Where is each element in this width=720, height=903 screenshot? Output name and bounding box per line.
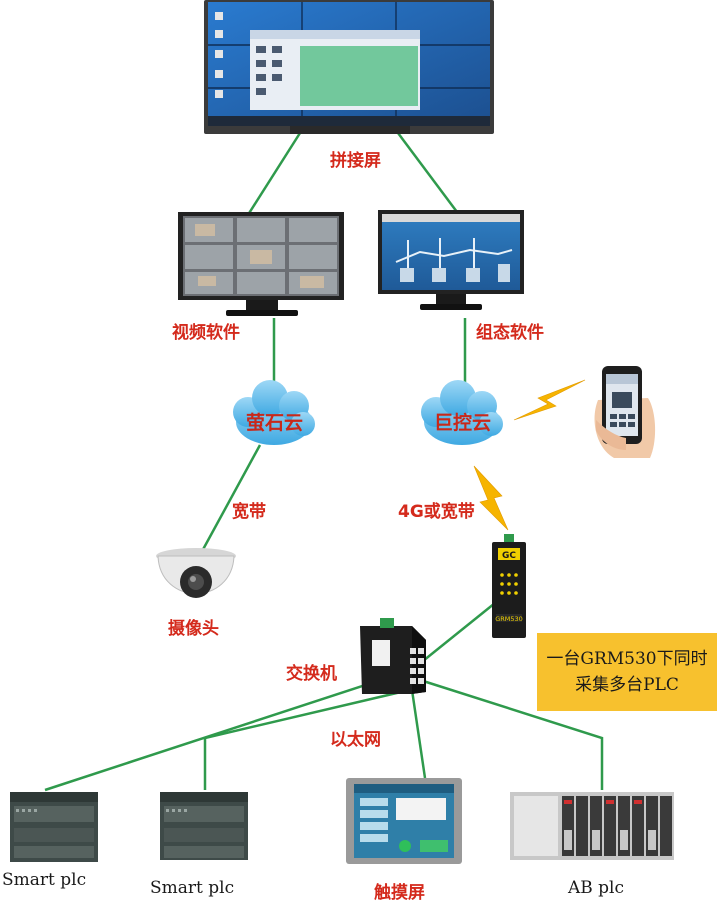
link-switch-plc1 xyxy=(44,670,406,792)
network-switch-image xyxy=(360,618,426,694)
ys-cloud-label: 萤石云 xyxy=(246,412,304,434)
callout-line-2: 采集多台PLC xyxy=(575,675,679,695)
hmi-touchscreen-image xyxy=(346,778,462,864)
link-switch-ab xyxy=(419,678,604,790)
ab-plc-label: AB plc xyxy=(568,878,625,898)
video-wall-label: 拼接屏 xyxy=(330,151,381,171)
switch-label: 交换机 xyxy=(286,664,337,684)
scada-software-label: 组态软件 xyxy=(476,323,544,343)
link-gateway-switch xyxy=(417,594,506,666)
smart-plc-1-image xyxy=(10,792,98,862)
hmi-label: 触摸屏 xyxy=(374,883,425,903)
grm530-gateway-image xyxy=(492,534,526,638)
ethernet-label: 以太网 xyxy=(330,730,381,750)
video-wall-image xyxy=(204,0,494,134)
jk-cloud-icon xyxy=(421,380,503,445)
link-wall-video xyxy=(244,132,302,219)
link-switch-plc2 xyxy=(203,686,419,790)
link-cloud-camera xyxy=(198,444,262,556)
link-wall-scada xyxy=(396,132,462,217)
ys-cloud-icon xyxy=(233,380,315,445)
gateway-brand-text: GC xyxy=(502,551,516,561)
video-software-label: 视频软件 xyxy=(172,323,240,343)
broadband-label: 宽带 xyxy=(232,502,266,522)
connection-lines xyxy=(44,132,604,792)
jk-cloud-label: 巨控云 xyxy=(434,412,492,434)
callout-line-1: 一台GRM530下同时 xyxy=(546,649,708,669)
4g-broadband-label: 4G或宽带 xyxy=(398,502,475,522)
smartphone-image xyxy=(594,366,656,458)
wireless-lightning-icon xyxy=(513,379,586,421)
link-switch-hmi xyxy=(410,689,427,779)
gateway-model-text: GRM530 xyxy=(495,615,523,623)
dome-camera-image xyxy=(156,548,236,598)
4g-lightning-icon xyxy=(473,465,509,531)
scada-software-monitor-image xyxy=(378,210,524,310)
smart-plc-2-image xyxy=(160,792,248,860)
video-software-monitor-image xyxy=(178,212,344,316)
grm530-callout-box: 一台GRM530下同时 采集多台PLC xyxy=(537,633,717,711)
ab-plc-image xyxy=(510,792,674,860)
camera-label: 摄像头 xyxy=(168,619,219,639)
smart-plc-1-label: Smart plc xyxy=(2,870,87,890)
smart-plc-2-label: Smart plc xyxy=(150,878,235,898)
